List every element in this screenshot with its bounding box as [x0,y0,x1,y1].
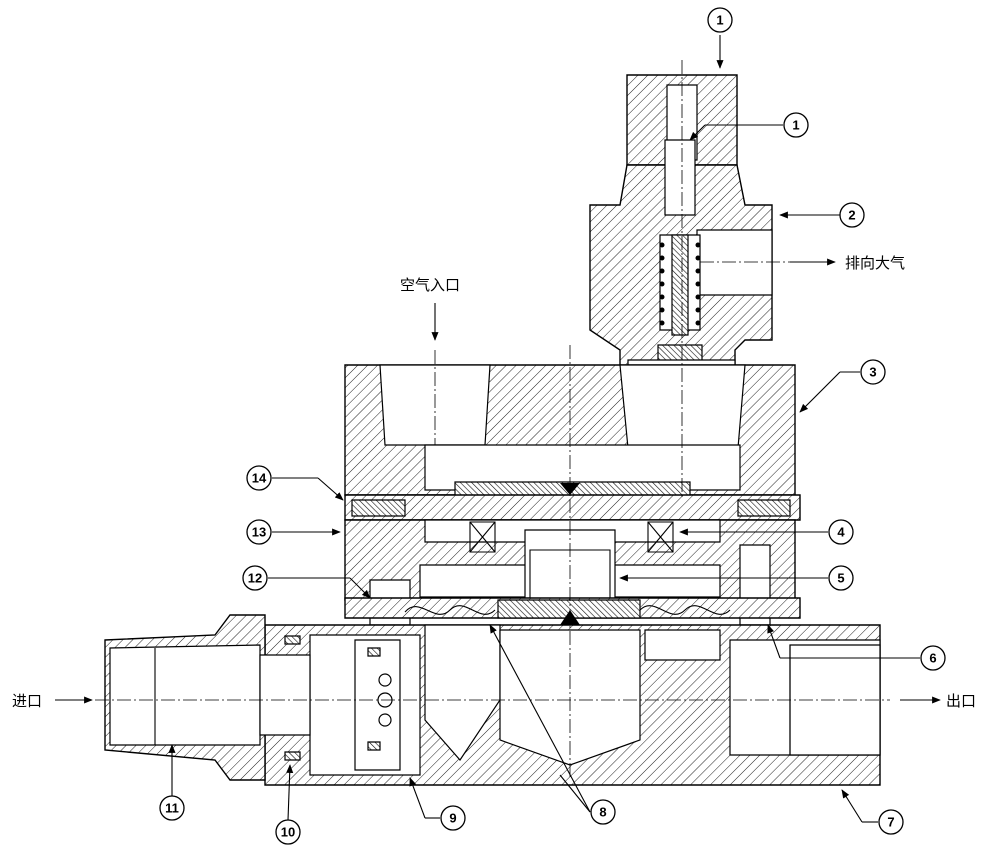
svg-text:5: 5 [837,571,844,586]
svg-text:1: 1 [792,118,799,133]
callout-6: 6 [920,645,946,671]
svg-text:11: 11 [165,801,179,816]
svg-text:6: 6 [929,651,936,666]
inlet-fitting [104,614,311,781]
air-inlet-label: 空气入口 [400,276,460,294]
svg-text:7: 7 [887,815,894,830]
callout-4: 4 [828,519,854,545]
svg-text:13: 13 [252,525,266,540]
vent-label: 排向大气 [845,254,905,272]
callout-10: 10 [275,819,301,845]
callout-11: 11 [159,795,185,821]
callout-7: 7 [878,809,904,835]
callout-1-screw: 1 [783,112,809,138]
leader-lines [168,35,920,823]
callout-2: 2 [839,202,865,228]
outlet-label: 出口 [946,692,976,710]
svg-text:8: 8 [599,805,606,820]
callout-1-top: 1 [707,7,733,33]
callout-3: 3 [860,359,886,385]
svg-text:4: 4 [837,525,845,540]
svg-text:1: 1 [716,13,723,28]
diaphragm [344,483,801,625]
svg-text:14: 14 [252,471,267,486]
svg-text:12: 12 [248,571,262,586]
callout-12: 12 [242,565,268,591]
spring-coils-right [695,242,701,326]
svg-text:10: 10 [281,825,295,840]
spring-coils-left [659,242,665,326]
inlet-label: 进口 [12,692,42,710]
svg-text:3: 3 [869,365,876,380]
callout-5: 5 [828,565,854,591]
svg-text:9: 9 [449,811,456,826]
callout-9: 9 [440,805,466,831]
callout-13: 13 [246,519,272,545]
callout-8: 8 [590,799,616,825]
callout-14: 14 [246,465,272,491]
svg-text:2: 2 [848,208,855,223]
